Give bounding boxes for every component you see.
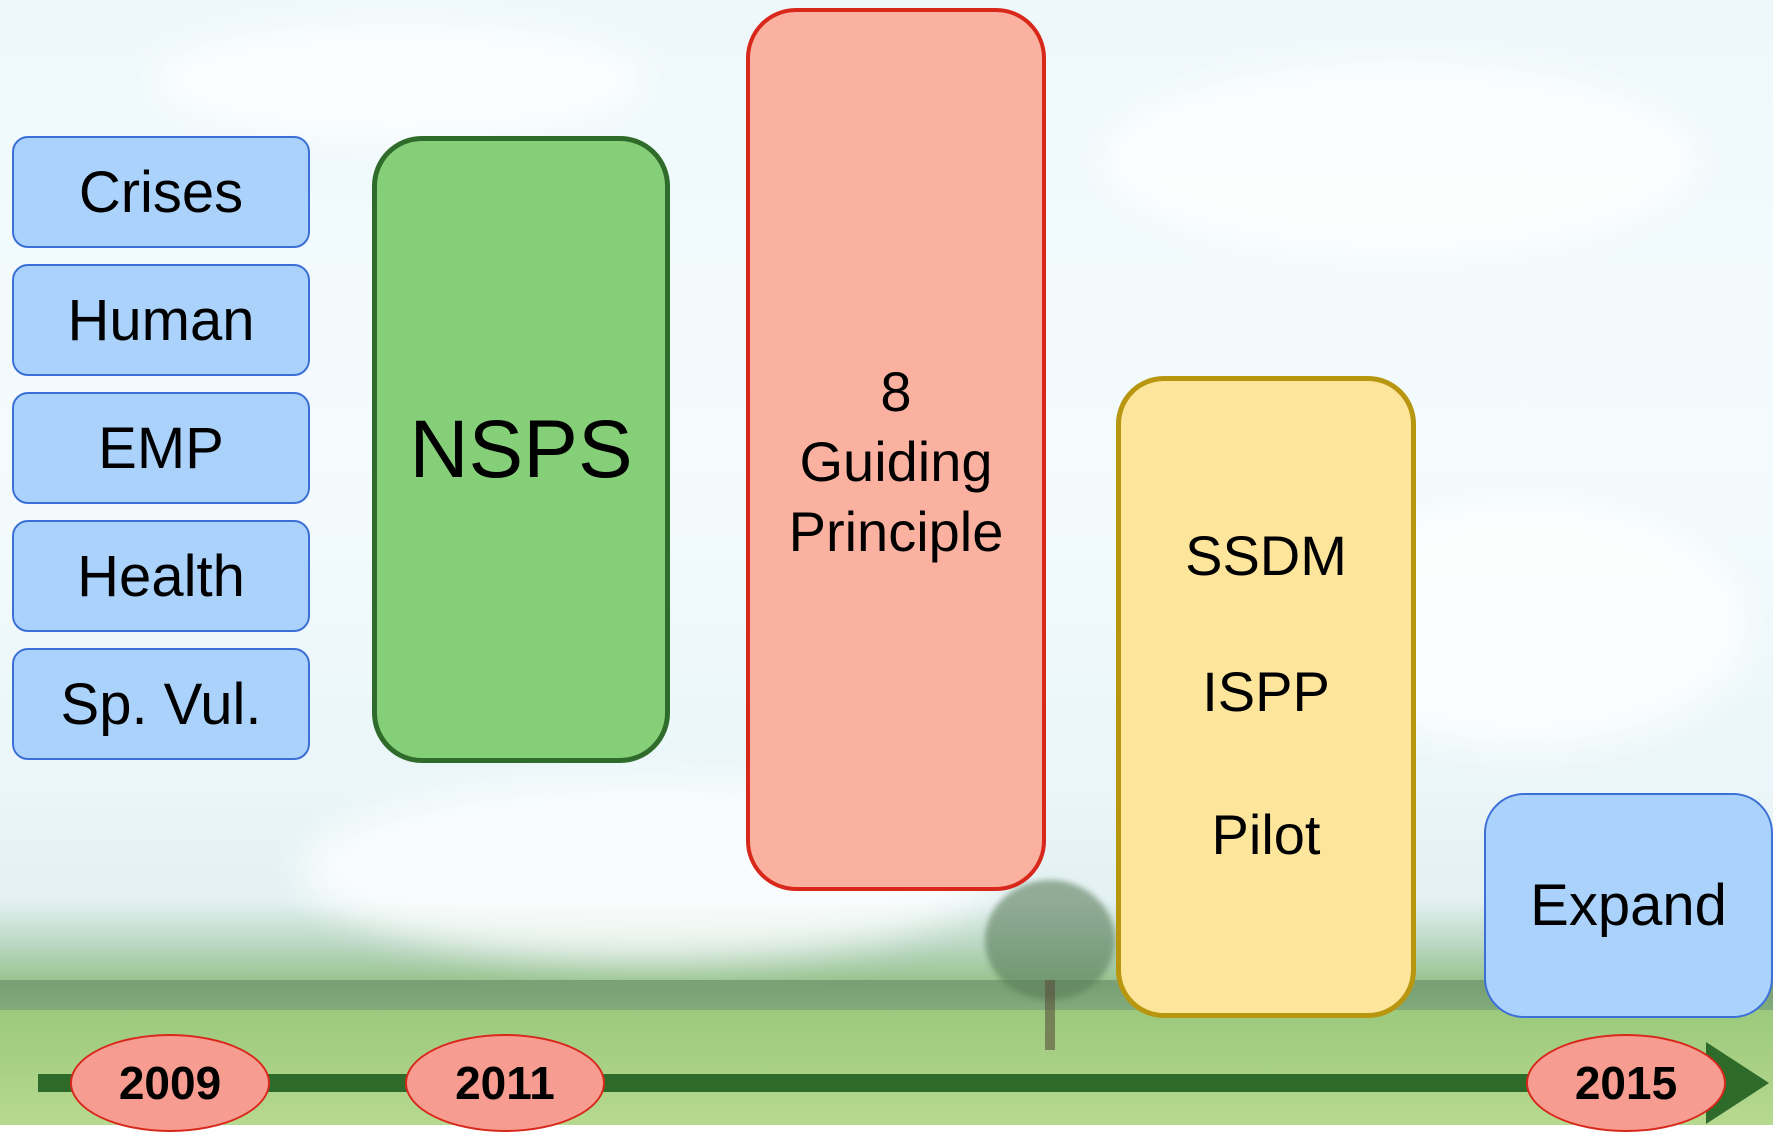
pilot-label: Pilot	[1211, 803, 1321, 866]
early-item-sp-vul: Sp. Vul.	[12, 648, 310, 760]
cloud	[150, 20, 650, 140]
early-item-label: Sp. Vul.	[60, 671, 262, 737]
principle-word: Principle	[788, 500, 1004, 563]
year-label: 2011	[455, 1057, 555, 1109]
timeline-axis	[38, 1074, 1728, 1092]
year-label: 2015	[1574, 1057, 1678, 1109]
expand-box: Expand	[1484, 793, 1773, 1018]
guiding-principle-box: 8 Guiding Principle	[746, 8, 1046, 891]
ssdm-label: SSDM	[1185, 524, 1347, 587]
year-label: 2009	[118, 1057, 222, 1109]
ispp-label: ISPP	[1202, 660, 1330, 723]
guiding-word: Guiding	[799, 430, 993, 493]
expand-label: Expand	[1530, 873, 1727, 938]
early-item-health: Health	[12, 520, 310, 632]
year-marker-2011: 2011	[405, 1034, 605, 1132]
grass-field	[0, 1010, 1773, 1125]
early-item-label: Crises	[78, 159, 244, 225]
early-item-human: Human	[12, 264, 310, 376]
implementation-box: SSDM ISPP Pilot	[1116, 376, 1416, 1018]
early-item-emp: EMP	[12, 392, 310, 504]
nsps-label: NSPS	[409, 404, 633, 495]
early-item-label: Human	[67, 287, 255, 353]
year-marker-2009: 2009	[70, 1034, 270, 1132]
cloud	[1100, 60, 1700, 260]
early-item-label: EMP	[98, 415, 224, 481]
tree-trunk	[1045, 980, 1055, 1050]
early-item-label: Health	[77, 543, 245, 609]
nsps-box: NSPS	[372, 136, 670, 763]
year-marker-2015: 2015	[1526, 1034, 1726, 1132]
guiding-number: 8	[880, 360, 912, 423]
early-item-crises: Crises	[12, 136, 310, 248]
treeline	[0, 980, 1773, 1015]
